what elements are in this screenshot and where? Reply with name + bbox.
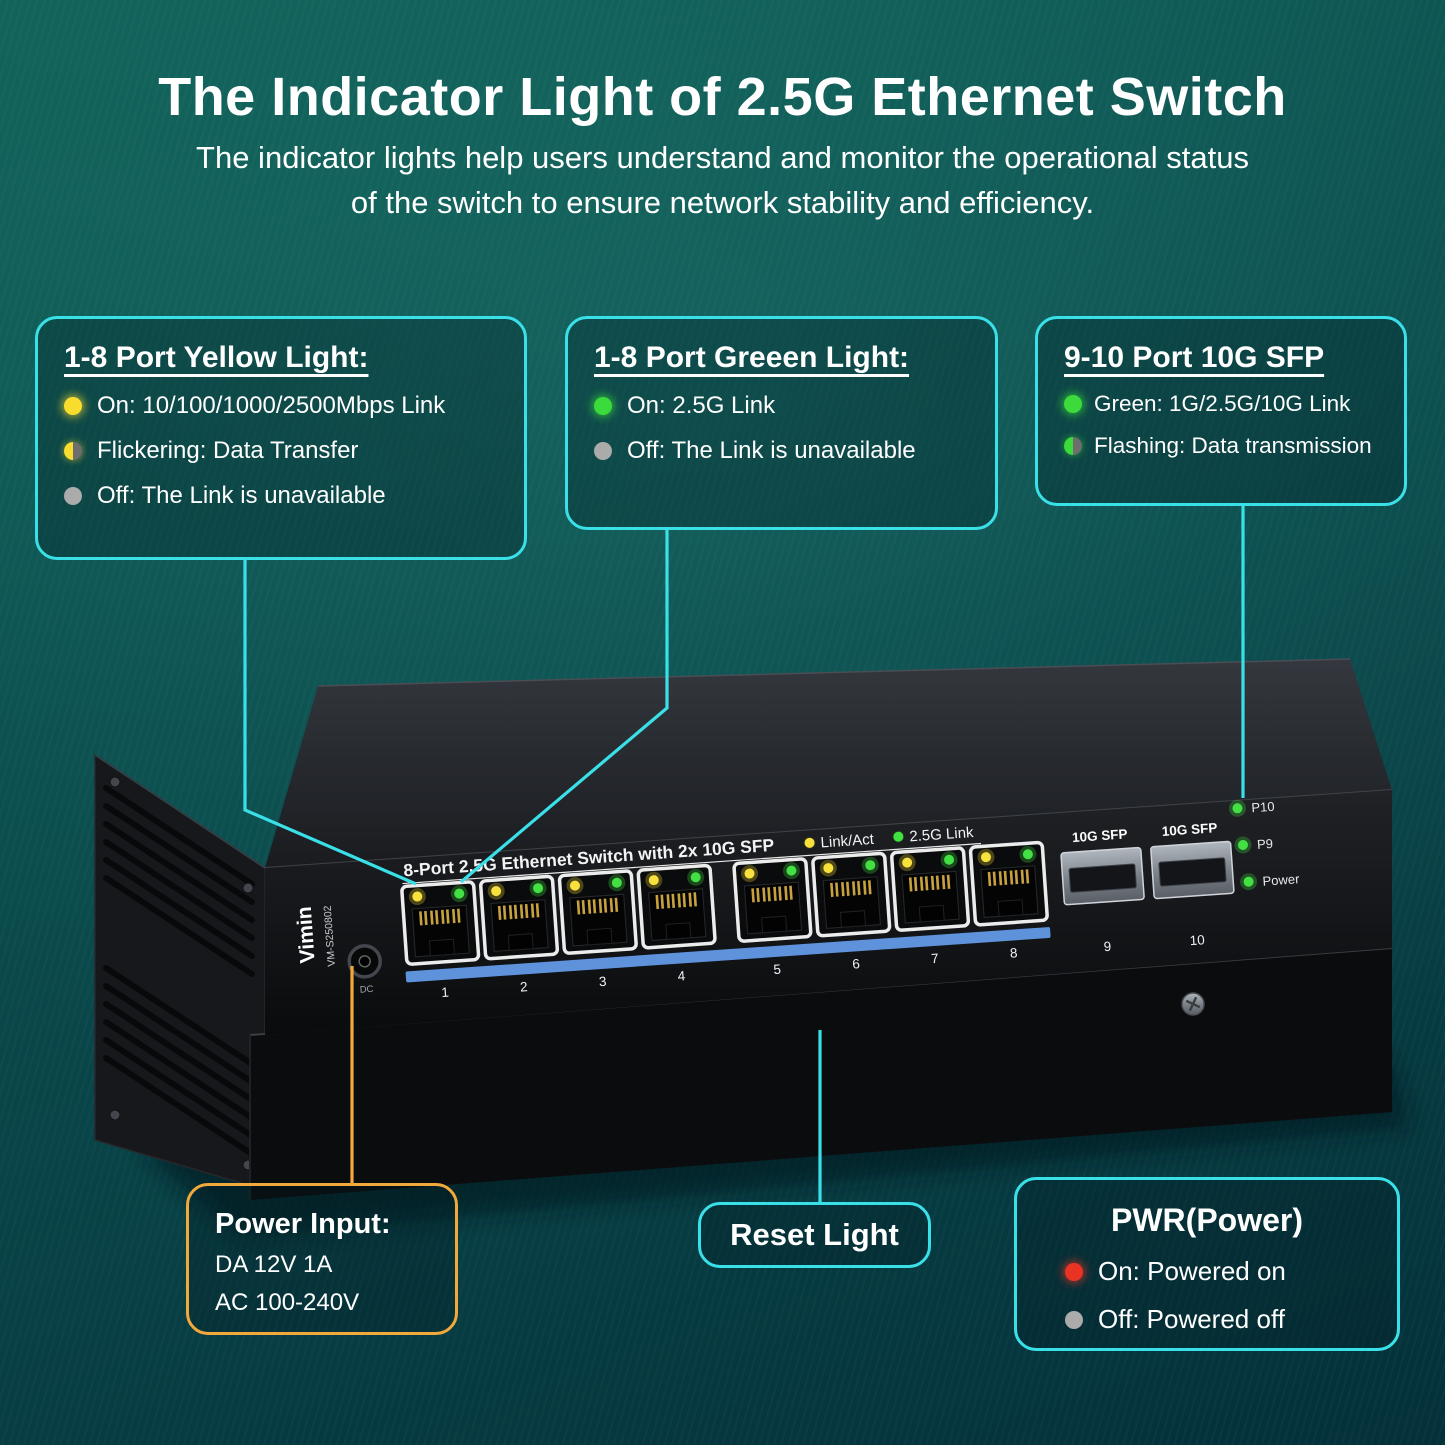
list-item: On: 10/100/1000/2500Mbps Link: [64, 392, 498, 420]
led-off-icon: [1065, 1310, 1083, 1329]
sfp-cage-10: [1149, 840, 1235, 900]
list-item: Off: The Link is unavailable: [594, 437, 969, 465]
port-number-1: 1: [441, 985, 450, 1000]
subtitle-line-2: of the switch to ensure network stabilit…: [350, 184, 1095, 220]
port-number-3: 3: [598, 974, 607, 989]
callout-item-text: On: Powered on: [1098, 1256, 1286, 1286]
legend-linkact: Link/Act: [820, 831, 875, 852]
led-on-green-icon: [1064, 395, 1082, 413]
sfp-cage-9: [1060, 846, 1146, 906]
model-text: VM-S250802: [322, 905, 338, 967]
subtitle-line-1: The indicator lights help users understa…: [196, 140, 1249, 175]
sfp-label-9: 10G SFP: [1072, 826, 1128, 845]
list-item: Flashing: Data transmission: [1064, 433, 1378, 459]
callout-pwr: PWR(Power) On: Powered on Off: Powered o…: [1014, 1177, 1400, 1351]
led-p10-icon: [1232, 803, 1243, 814]
rj45-port-6: [810, 851, 892, 938]
led-label-p10: P10: [1251, 799, 1275, 816]
callout-item-text: Off: Powered off: [1098, 1304, 1285, 1334]
led-on-green-icon: [594, 397, 612, 415]
connector-yellow-light: [243, 558, 417, 886]
sfp-number-10: 10: [1189, 932, 1205, 948]
led-flickering-yellow-icon: [64, 442, 82, 460]
green-link-led-icon: [892, 830, 905, 843]
callout-yellow-title: 1-8 Port Yellow Light:: [64, 341, 369, 374]
rj45-port-2: [478, 874, 560, 961]
led-label-power: Power: [1262, 871, 1300, 889]
callout-green-title: 1-8 Port Greeen Light:: [594, 341, 910, 374]
brand-text: Vimin: [293, 906, 320, 964]
rj45-port-5: [732, 856, 813, 944]
list-item: On: 2.5G Link: [594, 392, 969, 420]
callout-sfp: 9-10 Port 10G SFP Green: 1G/2.5G/10G Lin…: [1035, 316, 1407, 506]
vent-slots: [103, 785, 255, 1157]
status-led-block: P10 P9 Power: [1228, 799, 1301, 891]
chassis-screw: [1181, 992, 1205, 1016]
callout-item-text: Green: 1G/2.5G/10G Link: [1094, 391, 1351, 416]
callout-reset-title: Reset Light: [730, 1217, 899, 1252]
device-side-vents: [94, 753, 266, 1192]
port-number-4: 4: [677, 968, 686, 984]
rj45-port-8: [968, 840, 1050, 927]
callout-power-title: Power Input:: [215, 1208, 391, 1240]
connector-green-light: [459, 530, 669, 884]
page-subtitle: The indicator lights help users understa…: [0, 136, 1445, 226]
led-off-icon: [64, 487, 82, 505]
dc-jack: [347, 944, 382, 979]
led-label-p9: P9: [1256, 836, 1273, 852]
power-spec-line-2: AC 100-240V: [215, 1289, 360, 1316]
led-on-red-icon: [1065, 1262, 1083, 1281]
callout-pwr-title: PWR(Power): [1111, 1202, 1303, 1238]
callout-yellow-light: 1-8 Port Yellow Light: On: 10/100/1000/2…: [35, 316, 527, 560]
list-item: Off: The Link is unavailable: [64, 482, 498, 510]
page-title: The Indicator Light of 2.5G Ethernet Swi…: [158, 67, 1287, 127]
callout-item-text: Off: The Link is unavailable: [627, 437, 916, 464]
port-number-5: 5: [773, 962, 782, 977]
port-number-6: 6: [852, 956, 861, 971]
callout-item-text: Flashing: Data transmission: [1094, 433, 1372, 458]
port-number-2: 2: [520, 979, 529, 994]
port-number-7: 7: [931, 951, 940, 966]
port-number-8: 8: [1009, 945, 1018, 960]
dc-label: DC: [359, 984, 374, 996]
power-spec-line-1: DA 12V 1A: [215, 1251, 333, 1278]
port-number-strip: [405, 927, 1051, 983]
linkact-led-icon: [803, 836, 816, 849]
callout-reset-light: Reset Light: [698, 1202, 931, 1268]
callout-sfp-title: 9-10 Port 10G SFP: [1064, 341, 1325, 374]
rj45-port-1: [399, 879, 481, 967]
port-numbers: 1 2 3 4 5 6 7 8: [441, 945, 1018, 1000]
sfp-number-9: 9: [1103, 939, 1112, 954]
list-item: On: Powered on: [1065, 1256, 1371, 1287]
callout-power-input: Power Input: DA 12V 1A AC 100-240V: [186, 1183, 458, 1335]
legend-25g-link: 2.5G Link: [909, 824, 975, 845]
connector-lines: [243, 506, 1245, 1202]
list-item: Flickering: Data Transfer: [64, 437, 498, 465]
list-item: Green: 1G/2.5G/10G Link: [1064, 391, 1378, 417]
led-off-icon: [594, 442, 612, 460]
rj45-port-4: [636, 863, 718, 950]
led-power-icon: [1243, 876, 1254, 887]
sfp-label-10: 10G SFP: [1161, 820, 1217, 839]
led-on-yellow-icon: [64, 397, 82, 415]
callout-item-text: Off: The Link is unavailable: [97, 482, 386, 509]
list-item: Off: Powered off: [1065, 1304, 1371, 1335]
led-p9-icon: [1238, 840, 1248, 850]
callout-green-light: 1-8 Port Greeen Light: On: 2.5G Link Off…: [565, 316, 998, 530]
callout-item-text: On: 10/100/1000/2500Mbps Link: [97, 392, 446, 419]
rj45-port-7: [889, 845, 971, 933]
led-flashing-green-icon: [1064, 437, 1082, 455]
callout-item-text: On: 2.5G Link: [627, 392, 776, 419]
callout-item-text: Flickering: Data Transfer: [97, 437, 359, 464]
rj45-port-3: [557, 868, 639, 956]
